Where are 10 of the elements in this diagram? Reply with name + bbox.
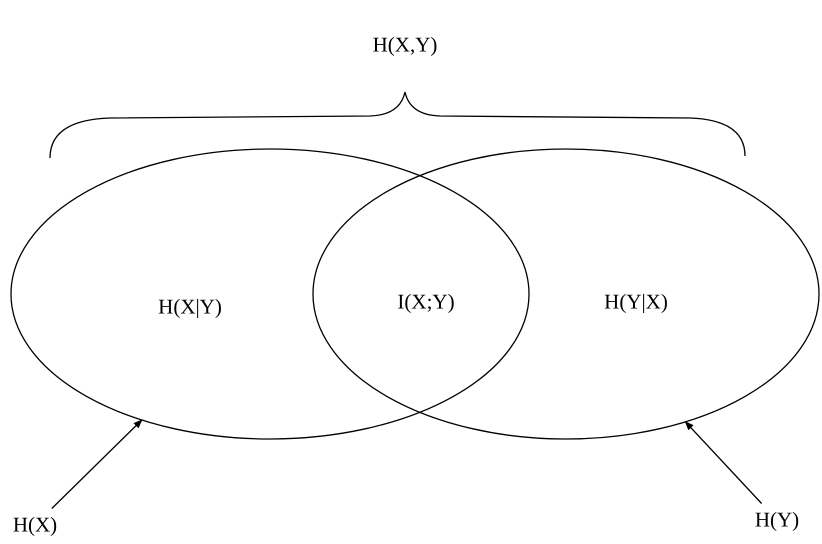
region-label: I(X;Y) xyxy=(397,290,455,314)
ellipse-outline xyxy=(312,148,820,440)
set-label: H(Y) xyxy=(754,508,800,532)
joint-entropy-label: H(X,Y) xyxy=(372,32,438,58)
arrow xyxy=(51,419,142,509)
region-label: H(X|Y) xyxy=(158,294,222,320)
ellipse-outline xyxy=(10,148,530,440)
set-label: H(X) xyxy=(12,512,58,538)
arrow xyxy=(684,421,762,504)
region-label: H(Y|X) xyxy=(604,290,668,314)
